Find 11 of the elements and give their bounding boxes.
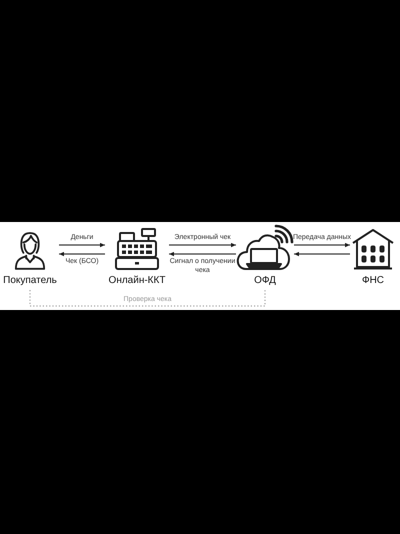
dotted-line	[30, 290, 266, 306]
arrow	[294, 252, 350, 256]
node-label: ФНС	[362, 275, 384, 287]
node-label: Онлайн-ККТ	[108, 275, 166, 287]
arrow	[58, 252, 106, 256]
arrow	[58, 242, 106, 248]
node-label: ОФД	[254, 275, 276, 287]
arrow	[168, 252, 236, 256]
node-label: Покупатель	[3, 275, 57, 287]
arrow	[294, 242, 350, 248]
arrow	[168, 242, 236, 248]
